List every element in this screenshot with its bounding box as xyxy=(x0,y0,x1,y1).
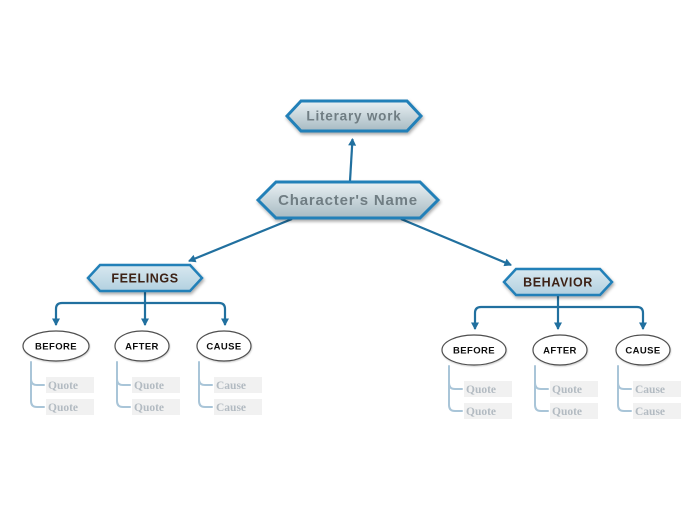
leaf-feelings-after-quote-2[interactable]: Quote xyxy=(132,399,180,415)
node-behavior-before[interactable]: BEFORE xyxy=(441,334,507,366)
node-feelings[interactable]: FEELINGS xyxy=(86,263,204,293)
hexagon-shape xyxy=(502,267,614,297)
leaf-bg xyxy=(132,377,180,393)
ellipse-shape xyxy=(22,330,90,362)
leaf-bg xyxy=(132,399,180,415)
node-label: BEFORE xyxy=(453,346,495,357)
ellipse-shape xyxy=(532,334,588,366)
node-label: AFTER xyxy=(125,342,159,353)
leaf-bg xyxy=(214,399,262,415)
leaf-label: Quote xyxy=(466,406,496,418)
leaf-connector-feelings-after xyxy=(116,361,131,408)
node-label: BEHAVIOR xyxy=(523,276,593,290)
node-label: FEELINGS xyxy=(111,272,178,286)
leaf-label: Cause xyxy=(216,380,246,392)
node-label: Character's Name xyxy=(278,192,418,209)
leaf-bg xyxy=(214,377,262,393)
hexagon-shape xyxy=(284,99,424,133)
leaf-label: Quote xyxy=(48,402,78,414)
node-feelings-after[interactable]: AFTER xyxy=(114,330,170,362)
leaf-bg xyxy=(550,403,598,419)
ellipse-shape xyxy=(114,330,170,362)
connectors-light xyxy=(30,361,632,412)
leaf-connector-behavior-before xyxy=(448,365,463,412)
leaf-label: Quote xyxy=(134,402,164,414)
node-behavior-cause[interactable]: CAUSE xyxy=(615,334,671,366)
leaf-connector-behavior-after xyxy=(534,365,549,412)
connector-feelings-before xyxy=(52,301,145,326)
leaf-label: Quote xyxy=(466,384,496,396)
leaf-connector-feelings-cause xyxy=(198,361,213,408)
node-label: CAUSE xyxy=(206,342,241,353)
node-label: BEFORE xyxy=(35,342,77,353)
leaf-label: Quote xyxy=(552,406,582,418)
node-characters-name[interactable]: Character's Name xyxy=(255,180,441,220)
node-behavior-after[interactable]: AFTER xyxy=(532,334,588,366)
leaf-bg xyxy=(633,403,681,419)
connector-behavior-cause xyxy=(558,305,647,330)
leaf-behavior-before-quote-2[interactable]: Quote xyxy=(464,403,512,419)
leaf-behavior-cause-2[interactable]: Cause xyxy=(633,403,681,419)
ellipse-shape xyxy=(615,334,671,366)
node-label: CAUSE xyxy=(625,346,660,357)
leaf-feelings-cause-2[interactable]: Cause xyxy=(214,399,262,415)
leaf-connector-feelings-before xyxy=(30,361,45,408)
leaf-bg xyxy=(46,377,94,393)
leaf-bg xyxy=(464,381,512,397)
connectors-dark xyxy=(52,138,647,330)
node-feelings-cause[interactable]: CAUSE xyxy=(196,330,252,362)
node-label: AFTER xyxy=(543,346,577,357)
leaf-feelings-before-quote-1[interactable]: Quote xyxy=(46,377,94,393)
leaf-behavior-before-quote-1[interactable]: Quote xyxy=(464,381,512,397)
leaf-label: Quote xyxy=(552,384,582,396)
connector-center-to-feelings xyxy=(188,217,293,263)
leaf-bg xyxy=(633,381,681,397)
leaf-bg xyxy=(464,403,512,419)
node-behavior[interactable]: BEHAVIOR xyxy=(502,267,614,297)
leaf-label: Cause xyxy=(635,406,665,418)
leaf-behavior-after-quote-2[interactable]: Quote xyxy=(550,403,598,419)
leaf-label: Quote xyxy=(48,380,78,392)
node-feelings-before[interactable]: BEFORE xyxy=(22,330,90,362)
leaf-label: Cause xyxy=(216,402,246,414)
node-label: Literary work xyxy=(306,109,401,124)
node-literary-work[interactable]: Literary work xyxy=(284,99,424,133)
leaf-behavior-cause-1[interactable]: Cause xyxy=(633,381,681,397)
leaf-label: Cause xyxy=(635,384,665,396)
ellipse-shape xyxy=(196,330,252,362)
leaf-behavior-after-quote-1[interactable]: Quote xyxy=(550,381,598,397)
connector-center-to-behavior xyxy=(400,217,512,267)
connector-feelings-cause xyxy=(145,301,229,326)
ellipse-shape xyxy=(441,334,507,366)
leaf-label: Quote xyxy=(134,380,164,392)
leaf-feelings-after-quote-1[interactable]: Quote xyxy=(132,377,180,393)
leaf-bg xyxy=(550,381,598,397)
connector-center-to-root xyxy=(348,138,357,182)
leaf-bg xyxy=(46,399,94,415)
leaf-connector-behavior-cause xyxy=(617,365,632,412)
hexagon-shape xyxy=(255,180,441,220)
connector-behavior-before xyxy=(471,305,558,330)
leaf-feelings-before-quote-2[interactable]: Quote xyxy=(46,399,94,415)
leaf-feelings-cause-1[interactable]: Cause xyxy=(214,377,262,393)
hexagon-shape xyxy=(86,263,204,293)
